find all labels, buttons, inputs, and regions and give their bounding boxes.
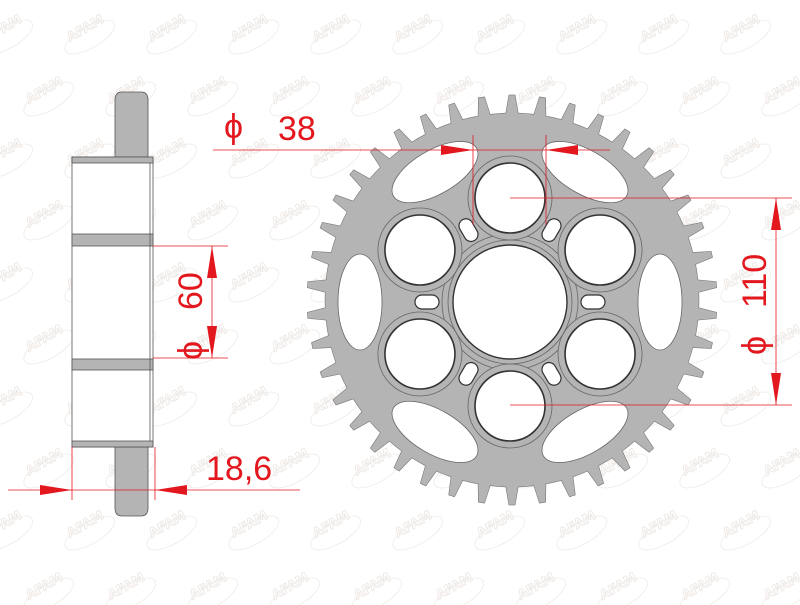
watermark-logo: AFAM	[105, 570, 148, 603]
watermark-logo: AFAM	[761, 198, 800, 231]
watermark-logo: AFAM	[474, 508, 517, 541]
bolt-hole	[474, 370, 546, 442]
slot	[541, 218, 562, 243]
center-bore-value: 60	[172, 272, 210, 310]
bolt-hole-value: 38	[278, 110, 316, 148]
watermark-logo: AFAM	[269, 322, 312, 355]
watermark-logo: AFAM	[597, 74, 640, 107]
watermark-logo: AFAM	[23, 322, 66, 355]
watermark-logo: AFAM	[187, 570, 230, 603]
watermark-logo: AFAM	[761, 74, 800, 107]
watermark-logo: AFAM	[351, 74, 394, 107]
slot	[414, 294, 440, 310]
watermark-logo: AFAM	[0, 12, 25, 45]
bolt-hole	[564, 214, 636, 286]
watermark-logo: AFAM	[351, 570, 394, 603]
watermark-logo: AFAM	[474, 12, 517, 45]
watermark-logo: AFAM	[351, 446, 394, 479]
watermark-logo: AFAM	[228, 384, 271, 417]
watermark-logo: AFAM	[310, 12, 353, 45]
watermark-logo: AFAM	[720, 508, 763, 541]
watermark-logo: AFAM	[0, 508, 25, 541]
side-view	[71, 91, 154, 517]
watermark-logo: AFAM	[187, 198, 230, 231]
slot	[580, 294, 606, 310]
watermark-logo: AFAM	[392, 12, 435, 45]
watermark-logo: AFAM	[64, 508, 107, 541]
watermark-logo: AFAM	[679, 74, 722, 107]
lightening-window	[391, 141, 479, 204]
bolt-circle-value: 110	[736, 254, 774, 308]
lightening-window	[541, 141, 629, 204]
watermark-logo: AFAM	[146, 508, 189, 541]
hub-width-value: 18,6	[206, 450, 272, 488]
center-bore-symbol: ϕ	[172, 341, 210, 360]
lightening-window	[391, 400, 479, 463]
lightening-window	[637, 253, 683, 351]
watermark-logo: AFAM	[433, 74, 476, 107]
watermark-logo: AFAM	[228, 260, 271, 293]
watermark-logo: AFAM	[269, 198, 312, 231]
watermark-logo: AFAM	[64, 12, 107, 45]
watermark-logo: AFAM	[556, 508, 599, 541]
bolt-circle-symbol: ϕ	[736, 336, 774, 355]
slot	[541, 361, 562, 386]
watermark-logo: AFAM	[23, 198, 66, 231]
watermark-logo: AFAM	[187, 74, 230, 107]
watermark-logo: AFAM	[679, 446, 722, 479]
slot	[458, 361, 479, 386]
watermark-logo: AFAM	[0, 260, 25, 293]
bolt-hole	[564, 318, 636, 390]
watermark-logo: AFAM	[761, 446, 800, 479]
watermark-logo: AFAM	[0, 384, 25, 417]
watermark-logo: AFAM	[638, 508, 681, 541]
watermark-logo: AFAM	[146, 12, 189, 45]
watermark-logo: AFAM	[761, 570, 800, 603]
dimension-center-bore: ϕ 60	[153, 245, 228, 360]
watermark-logo: AFAM	[269, 570, 312, 603]
watermark-logo: AFAM	[597, 570, 640, 603]
watermark-logo: AFAM	[515, 570, 558, 603]
lightening-window	[541, 400, 629, 463]
dimension-bolt-circle: ϕ 110	[510, 197, 792, 406]
watermark-logo: AFAM	[679, 570, 722, 603]
watermark-logo: AFAM	[310, 508, 353, 541]
watermark-logo: AFAM	[23, 570, 66, 603]
center-bore	[452, 244, 568, 360]
bolt-hole	[384, 214, 456, 286]
bolt-hole	[384, 318, 456, 390]
watermark-logo: AFAM	[0, 136, 25, 169]
watermark-logo: AFAM	[392, 508, 435, 541]
watermark-logo: AFAM	[720, 384, 763, 417]
watermark-logo: AFAM	[556, 12, 599, 45]
watermark-logo: AFAM	[228, 508, 271, 541]
watermark-logo: AFAM	[269, 446, 312, 479]
bolt-hole-symbol: ϕ	[224, 108, 243, 146]
watermark-logo: AFAM	[23, 74, 66, 107]
watermark-logo: AFAM	[269, 74, 312, 107]
watermark-logo: AFAM	[23, 446, 66, 479]
watermark-logo: AFAM	[433, 570, 476, 603]
watermark-logo: AFAM	[310, 136, 353, 169]
watermark-logo: AFAM	[638, 12, 681, 45]
watermark-logo: AFAM	[228, 12, 271, 45]
watermark-logo: AFAM	[515, 74, 558, 107]
dimension-hub-width: 18,6	[8, 447, 300, 500]
lightening-window	[337, 253, 383, 351]
watermark-logo: AFAM	[720, 136, 763, 169]
dimension-bolt-hole: ϕ 38	[213, 108, 610, 225]
watermark-logo: AFAM	[720, 12, 763, 45]
bore-ring	[447, 239, 573, 365]
